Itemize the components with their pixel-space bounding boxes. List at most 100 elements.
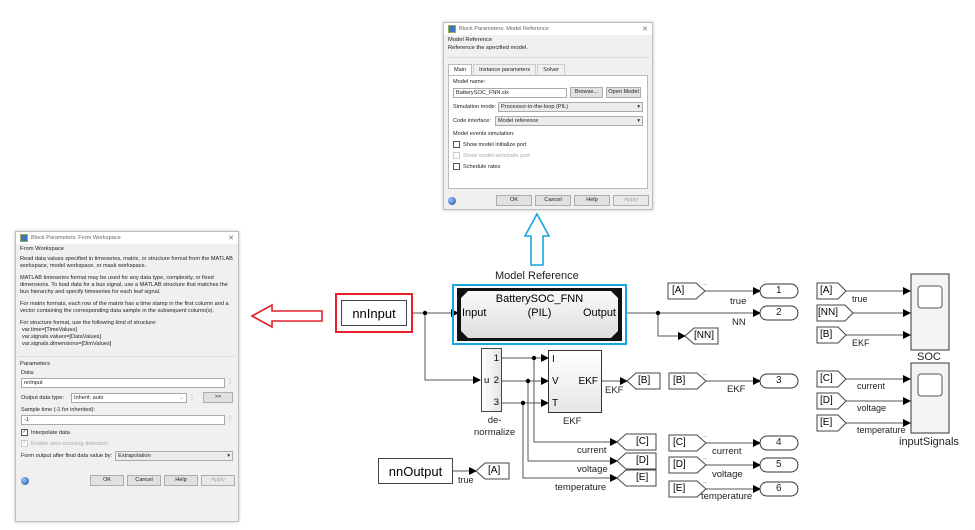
denormalize-block[interactable]: u 1 2 3 <box>481 348 502 412</box>
outport-3[interactable] <box>759 373 799 389</box>
zero-crossing-checkbox: ✓Enable zero-crossing detection <box>21 440 233 447</box>
help-button[interactable]: Help <box>164 475 198 486</box>
scope-signal-temperature-label: temperature <box>857 425 906 435</box>
schedule-rates-checkbox[interactable]: Schedule rates <box>453 163 643 170</box>
branch-point <box>531 355 537 361</box>
interpolate-data-checkbox[interactable]: ✓Interpolate data <box>21 429 233 436</box>
tab-solver[interactable]: Solver <box>537 64 565 75</box>
open-model-button[interactable]: Open Model <box>606 87 641 98</box>
goto-block-C[interactable] <box>616 433 657 451</box>
help-button[interactable]: Help <box>574 195 610 206</box>
sim-mode-label: Simulation mode: <box>453 104 497 110</box>
blue-arrow-icon <box>523 212 551 266</box>
model-reference-block[interactable]: BatterySOC_FNN (PIL) Input Output <box>457 288 622 341</box>
port-2-label: 2 <box>493 375 499 386</box>
more-options-icon[interactable]: ⋮ <box>189 395 195 401</box>
checkbox-icon <box>453 141 460 148</box>
signal-logging-icon <box>702 457 708 460</box>
from-block-C[interactable] <box>668 434 707 452</box>
help-icon[interactable] <box>448 196 456 205</box>
goto-block-A[interactable] <box>475 462 510 480</box>
sample-time-label: Sample time (-1 for inherited): <box>21 407 95 413</box>
goto-B-label: [B] <box>638 375 651 386</box>
data-input[interactable]: nnInput <box>21 378 225 388</box>
from-block-A[interactable] <box>667 282 706 300</box>
outport-5[interactable] <box>759 457 799 473</box>
from-workspace-nnoutput-block[interactable]: nnOutput <box>378 458 453 484</box>
outport-4-label: 4 <box>776 437 782 448</box>
code-line: var.signals.values=[DataValues] <box>22 334 102 340</box>
model-name-label: Model name: <box>453 79 486 85</box>
close-icon[interactable]: ✕ <box>642 26 648 33</box>
dialog-title: Block Parameters: Model Reference <box>459 26 549 32</box>
scope-from-C-label: [C] <box>820 373 833 384</box>
chevron-down-icon: ▾ <box>227 453 230 459</box>
form-output-select[interactable]: Extrapolation ▾ <box>115 451 233 461</box>
goto-C-label: [C] <box>636 436 649 447</box>
tab-main[interactable]: Main <box>448 64 473 75</box>
checkbox-checked-icon: ✓ <box>21 429 28 436</box>
from-block-B[interactable] <box>668 372 707 390</box>
browse-button[interactable]: Browse... <box>570 87 603 98</box>
more-options-icon[interactable]: ⋮ <box>227 416 233 422</box>
signal-nn-label: NN <box>732 317 746 328</box>
close-icon[interactable]: ✕ <box>228 235 234 242</box>
interpolate-data-label: Interpolate data <box>31 429 70 436</box>
description-para: Read data values specified in timeseries… <box>20 256 233 269</box>
from-A-label: [A] <box>672 285 685 296</box>
code-interface-label: Code interface: <box>453 118 491 124</box>
model-name-input[interactable]: BatterySOC_FNN.slx <box>453 87 567 98</box>
signal-voltage-label: voltage <box>577 464 608 475</box>
from-block-D-scope[interactable] <box>816 392 847 410</box>
from-C-label: [C] <box>673 437 686 448</box>
outport-6[interactable] <box>759 481 799 497</box>
apply-button: Apply <box>613 195 649 206</box>
show-init-port-checkbox[interactable]: Show model initialize port <box>453 141 643 148</box>
sample-time-input[interactable]: -1 <box>21 415 225 425</box>
model-reference-dialog: Block Parameters: Model Reference ✕ Mode… <box>443 22 653 210</box>
sim-mode-select[interactable]: Processor-in-the-loop (PIL) ▾ <box>498 102 643 112</box>
signal-logging-icon <box>702 481 708 484</box>
output-data-type-select[interactable]: Inherit: auto ⌄ <box>71 392 187 403</box>
from-block-B-scope[interactable] <box>816 326 847 344</box>
outport-2[interactable] <box>759 305 799 321</box>
output-data-type-value: Inherit: auto <box>74 394 104 401</box>
from-block-A-scope[interactable] <box>816 282 847 300</box>
from-block-D[interactable] <box>668 456 707 474</box>
outport-1[interactable] <box>759 283 799 299</box>
from-workspace-dialog: Block Parameters: From Workspace ✕ From … <box>15 231 239 522</box>
tab-instance-parameters[interactable]: Instance parameters <box>473 64 537 75</box>
goto-block-B[interactable] <box>626 372 661 390</box>
from-block-E-scope[interactable] <box>816 414 847 432</box>
from-block-E[interactable] <box>668 480 707 498</box>
goto-block-NN[interactable] <box>684 327 719 345</box>
cancel-button[interactable]: Cancel <box>127 475 161 486</box>
from-block-C-scope[interactable] <box>816 370 847 388</box>
description: Reference the specified model. <box>448 45 528 51</box>
ekf-block[interactable]: I V T EKF <box>548 350 602 413</box>
goto-block-D[interactable] <box>616 452 657 470</box>
branch-point <box>655 310 661 316</box>
cancel-button[interactable]: Cancel <box>535 195 571 206</box>
port-1-label: 1 <box>493 353 499 364</box>
goto-block-E[interactable] <box>616 469 657 487</box>
port-i-label: I <box>552 354 555 365</box>
goto-NN-label: [NN] <box>694 330 714 341</box>
help-icon[interactable] <box>21 476 29 485</box>
goto-D-label: [D] <box>636 455 649 466</box>
scope-soc-block[interactable] <box>910 273 950 351</box>
from-E-label: [E] <box>673 483 686 494</box>
signal-temperature-label: temperature <box>555 482 607 493</box>
code-interface-select[interactable]: Model reference ▾ <box>495 116 643 126</box>
ok-button[interactable]: OK <box>90 475 124 486</box>
from-block-NN-scope[interactable] <box>816 304 854 322</box>
checkbox-checked-icon: ✓ <box>21 440 28 447</box>
outport-4[interactable] <box>759 435 799 451</box>
from-workspace-nninput-block[interactable]: nnInput <box>341 300 407 326</box>
scope-screen-icon <box>917 373 943 397</box>
more-options-icon[interactable]: ⋮ <box>227 379 233 385</box>
ekf-out-label: EKF <box>578 376 598 387</box>
output-data-type-label: Output data type: <box>21 394 64 401</box>
ok-button[interactable]: OK <box>496 195 532 206</box>
show-data-type-assistant-button[interactable]: >> <box>203 392 233 403</box>
